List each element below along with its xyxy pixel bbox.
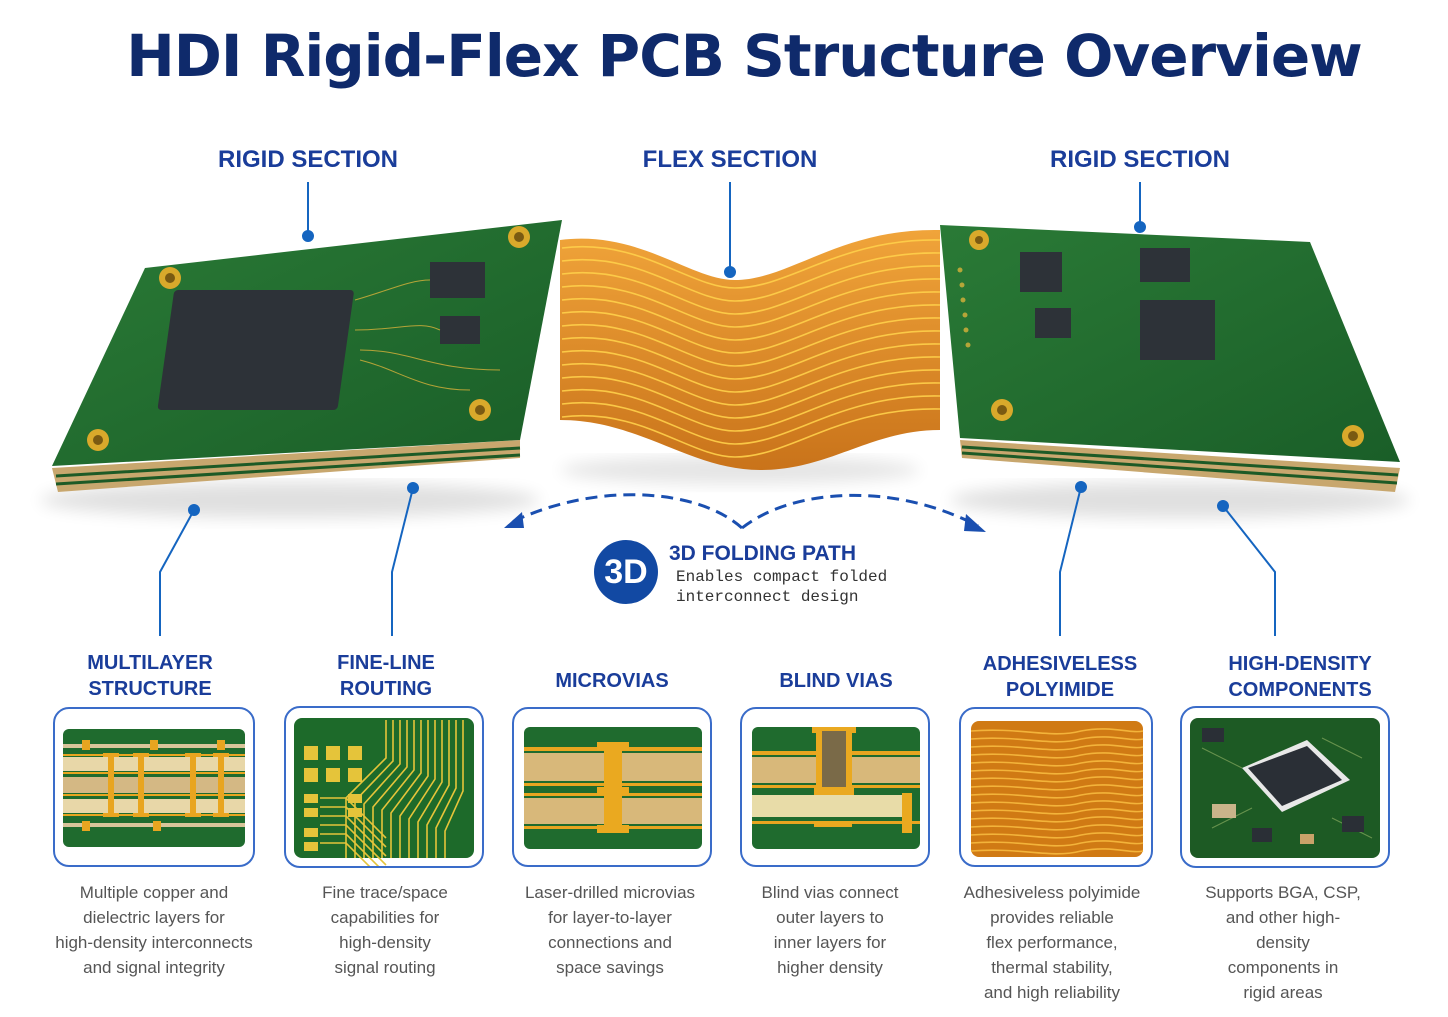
flex-trace <box>561 252 941 302</box>
ic-right-1 <box>1140 248 1190 282</box>
polyimide-traces-icon <box>970 721 1144 857</box>
feature-title-blind-vias: BLIND VIAS <box>779 670 893 692</box>
3d-badge: 3D <box>594 540 658 604</box>
main-ic-right <box>1140 300 1215 360</box>
flex-trace <box>561 291 941 341</box>
polyimide-trace <box>970 792 1144 799</box>
flex-trace <box>561 239 941 289</box>
flex-trace <box>561 382 941 432</box>
polyimide-trace <box>970 784 1144 791</box>
flex-trace <box>561 317 941 367</box>
fine-trace <box>320 833 380 866</box>
shadow-flex <box>560 456 920 484</box>
polyimide-trace <box>970 808 1144 815</box>
polyimide-trace <box>970 824 1144 831</box>
fine-trace <box>372 720 408 858</box>
label-rigid-section-right: RIGID SECTION <box>1049 146 1231 173</box>
feature-desc-components: Supports BGA, CSP, and other high-densit… <box>1205 883 1361 1002</box>
fine-traces-icon <box>294 718 474 866</box>
flex-trace <box>561 408 941 458</box>
polyimide-trace <box>970 800 1144 807</box>
polyimide-trace <box>970 848 1144 855</box>
fine-trace <box>345 720 387 858</box>
flex-trace <box>561 369 941 419</box>
label-flex-section: FLEX SECTION <box>642 146 818 173</box>
rigid-board-right <box>940 225 1400 492</box>
feature-desc-microvias: Laser-drilled microvias for layer-to-lay… <box>524 883 696 977</box>
pcb-illustration <box>40 182 1410 636</box>
main-ic-left <box>157 290 354 410</box>
fine-trace <box>426 720 450 858</box>
ic-right-3 <box>1035 308 1071 338</box>
feature-desc-polyimide: Adhesiveless polyimide provides reliable… <box>963 883 1141 1002</box>
fine-trace <box>408 720 436 858</box>
fine-trace <box>435 720 457 858</box>
feature-card-components <box>1180 706 1390 868</box>
feature-card-polyimide <box>959 707 1153 867</box>
polyimide-trace <box>970 832 1144 839</box>
feature-title-multilayer: MULTILAYER STRUCTURE <box>87 652 213 700</box>
arrow-right-icon <box>964 514 986 532</box>
folding-path-description: Enables compact folded interconnect desi… <box>676 568 888 606</box>
feature-desc-multilayer: Multiple copper and dielectric layers fo… <box>55 883 253 977</box>
polyimide-trace <box>970 840 1144 847</box>
fine-trace <box>399 720 429 858</box>
flex-trace <box>561 395 941 445</box>
feature-desc-fine-line: Fine trace/space capabilities for high-d… <box>322 883 448 977</box>
flex-trace <box>561 278 941 328</box>
fine-trace <box>417 720 443 858</box>
fine-trace <box>363 720 401 858</box>
feature-title-components: HIGH-DENSITY COMPONENTS <box>1228 653 1372 701</box>
fine-trace <box>320 824 387 866</box>
feature-desc-blind-vias: Blind vias connect outer layers to inner… <box>761 883 899 977</box>
ic-left-2 <box>440 316 480 344</box>
flex-trace <box>561 356 941 406</box>
page-title: HDI Rigid-Flex PCB Structure Overview <box>126 22 1363 90</box>
polyimide-trace <box>970 768 1144 775</box>
stacked-microvia-icon <box>524 727 702 849</box>
fine-trace <box>320 806 387 848</box>
flex-trace <box>561 304 941 354</box>
polyimide-trace <box>970 736 1144 743</box>
ic-right-2 <box>1020 252 1062 292</box>
polyimide-trace <box>970 744 1144 751</box>
feature-title-polyimide: ADHESIVELESS POLYIMIDE <box>982 653 1138 701</box>
polyimide-trace <box>970 816 1144 823</box>
folding-path-title: 3D FOLDING PATH <box>669 542 857 565</box>
feature-card-multilayer <box>53 707 255 867</box>
fine-trace <box>354 720 394 858</box>
callouts <box>159 182 1276 636</box>
feature-title-fine-line: FINE-LINE ROUTING <box>337 652 435 700</box>
polyimide-trace <box>970 728 1144 735</box>
flex-ribbon <box>560 229 941 470</box>
fine-trace <box>320 842 371 866</box>
feature-card-fine-line <box>284 706 484 868</box>
multilayer-crosssection-icon <box>63 729 245 847</box>
blind-via-icon <box>752 727 920 849</box>
shadow-right <box>950 482 1410 518</box>
polyimide-trace <box>970 776 1144 783</box>
polyimide-trace <box>970 752 1144 759</box>
feature-title-microvias: MICROVIAS <box>555 670 669 692</box>
label-rigid-section-left: RIGID SECTION <box>217 146 399 173</box>
polyimide-trace <box>970 760 1144 767</box>
fine-trace <box>320 797 387 839</box>
ic-left-1 <box>430 262 485 298</box>
folding-path-arrows <box>511 493 979 530</box>
fine-trace <box>444 720 464 858</box>
fine-trace <box>390 720 422 858</box>
rigid-board-left <box>52 220 562 492</box>
arrow-left-icon <box>504 512 524 528</box>
flex-trace <box>561 343 941 393</box>
flex-trace <box>561 330 941 380</box>
qfp-chip-icon <box>1190 718 1380 858</box>
fine-trace <box>320 815 387 857</box>
feature-card-microvias <box>512 707 712 867</box>
feature-card-blind-vias <box>740 707 930 867</box>
flex-trace <box>561 265 941 315</box>
